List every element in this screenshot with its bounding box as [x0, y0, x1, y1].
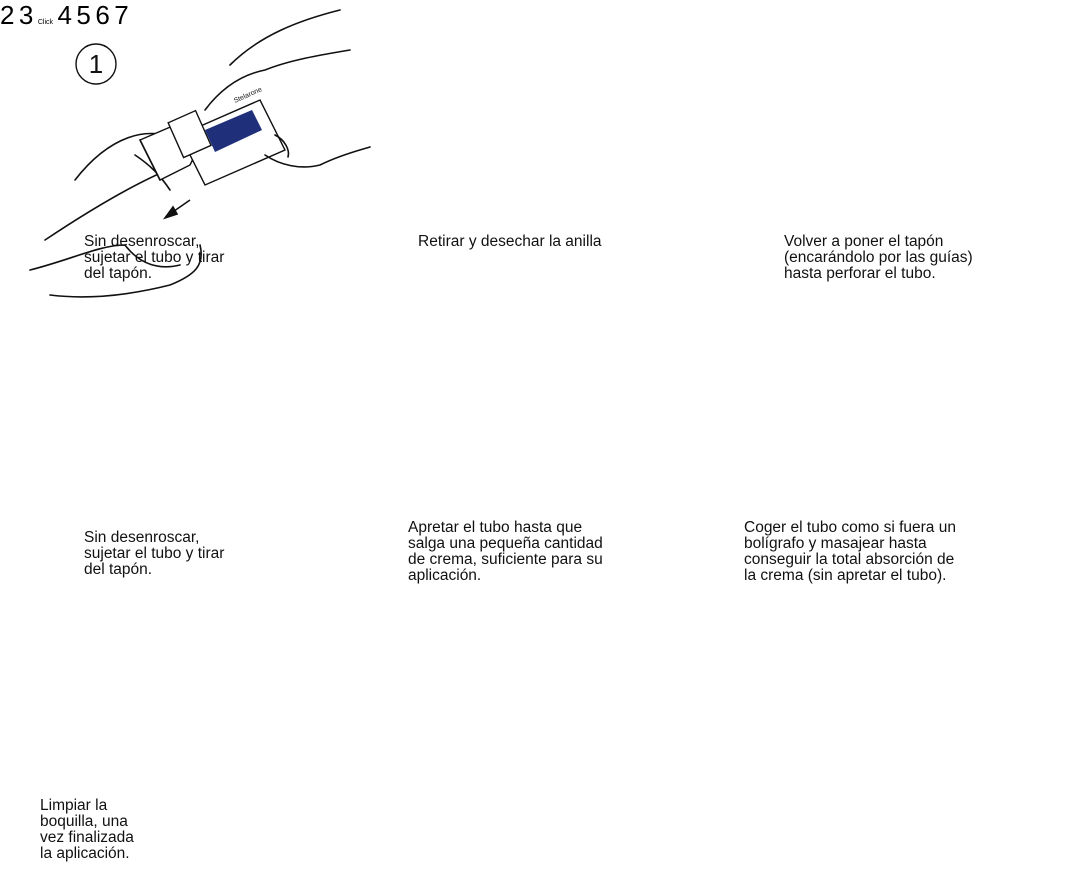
step-6-caption: Coger el tubo como si fuera un bolígrafo… — [744, 520, 1064, 584]
step-5-caption: Apretar el tubo hasta que salga una pequ… — [408, 520, 688, 584]
step-7-caption: Limpiar la boquilla, una vez finalizada … — [40, 798, 190, 862]
step-3-caption: Volver a poner el tapón (encarándolo por… — [784, 234, 1044, 282]
step-2-caption: Retirar y desechar la anilla — [418, 234, 678, 250]
step-4-caption: Sin desenroscar, sujetar el tubo y tirar… — [84, 530, 294, 578]
step-1-caption: Sin desenroscar, sujetar el tubo y tirar… — [84, 234, 294, 282]
step-1-number: 1 — [89, 49, 103, 79]
